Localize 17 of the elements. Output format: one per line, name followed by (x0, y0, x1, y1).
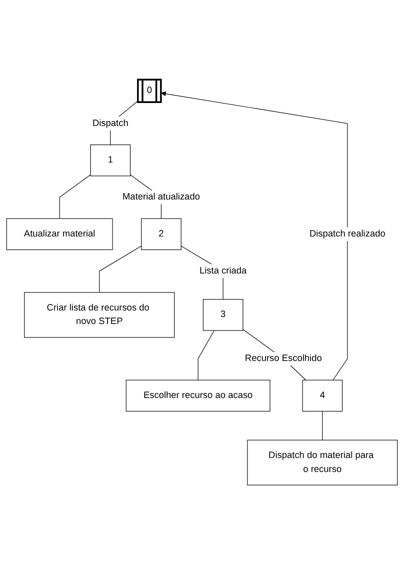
node-box: 2 (141, 218, 182, 250)
node-box: Dispatch do material para o recurso (247, 440, 398, 486)
connector (198, 330, 214, 381)
connector (99, 246, 142, 293)
node-box: Criar lista de recursos do novo STEP (24, 292, 175, 338)
edge-label: Dispatch (92, 118, 128, 128)
node-box: 3 (202, 299, 244, 331)
edge-label: Lista criada (199, 266, 247, 276)
edge-label: Dispatch realizado (309, 229, 386, 239)
node-box: 4 (302, 380, 343, 412)
node-box: Escolher recurso ao acaso (126, 380, 270, 412)
edge-label: Recurso Escolhido (244, 354, 322, 364)
connector (59, 174, 91, 220)
node-box: Atualizar material (6, 218, 113, 250)
node-box: 1 (90, 144, 131, 176)
edge-label: Material atualizado (122, 192, 200, 202)
connector (322, 411, 323, 441)
